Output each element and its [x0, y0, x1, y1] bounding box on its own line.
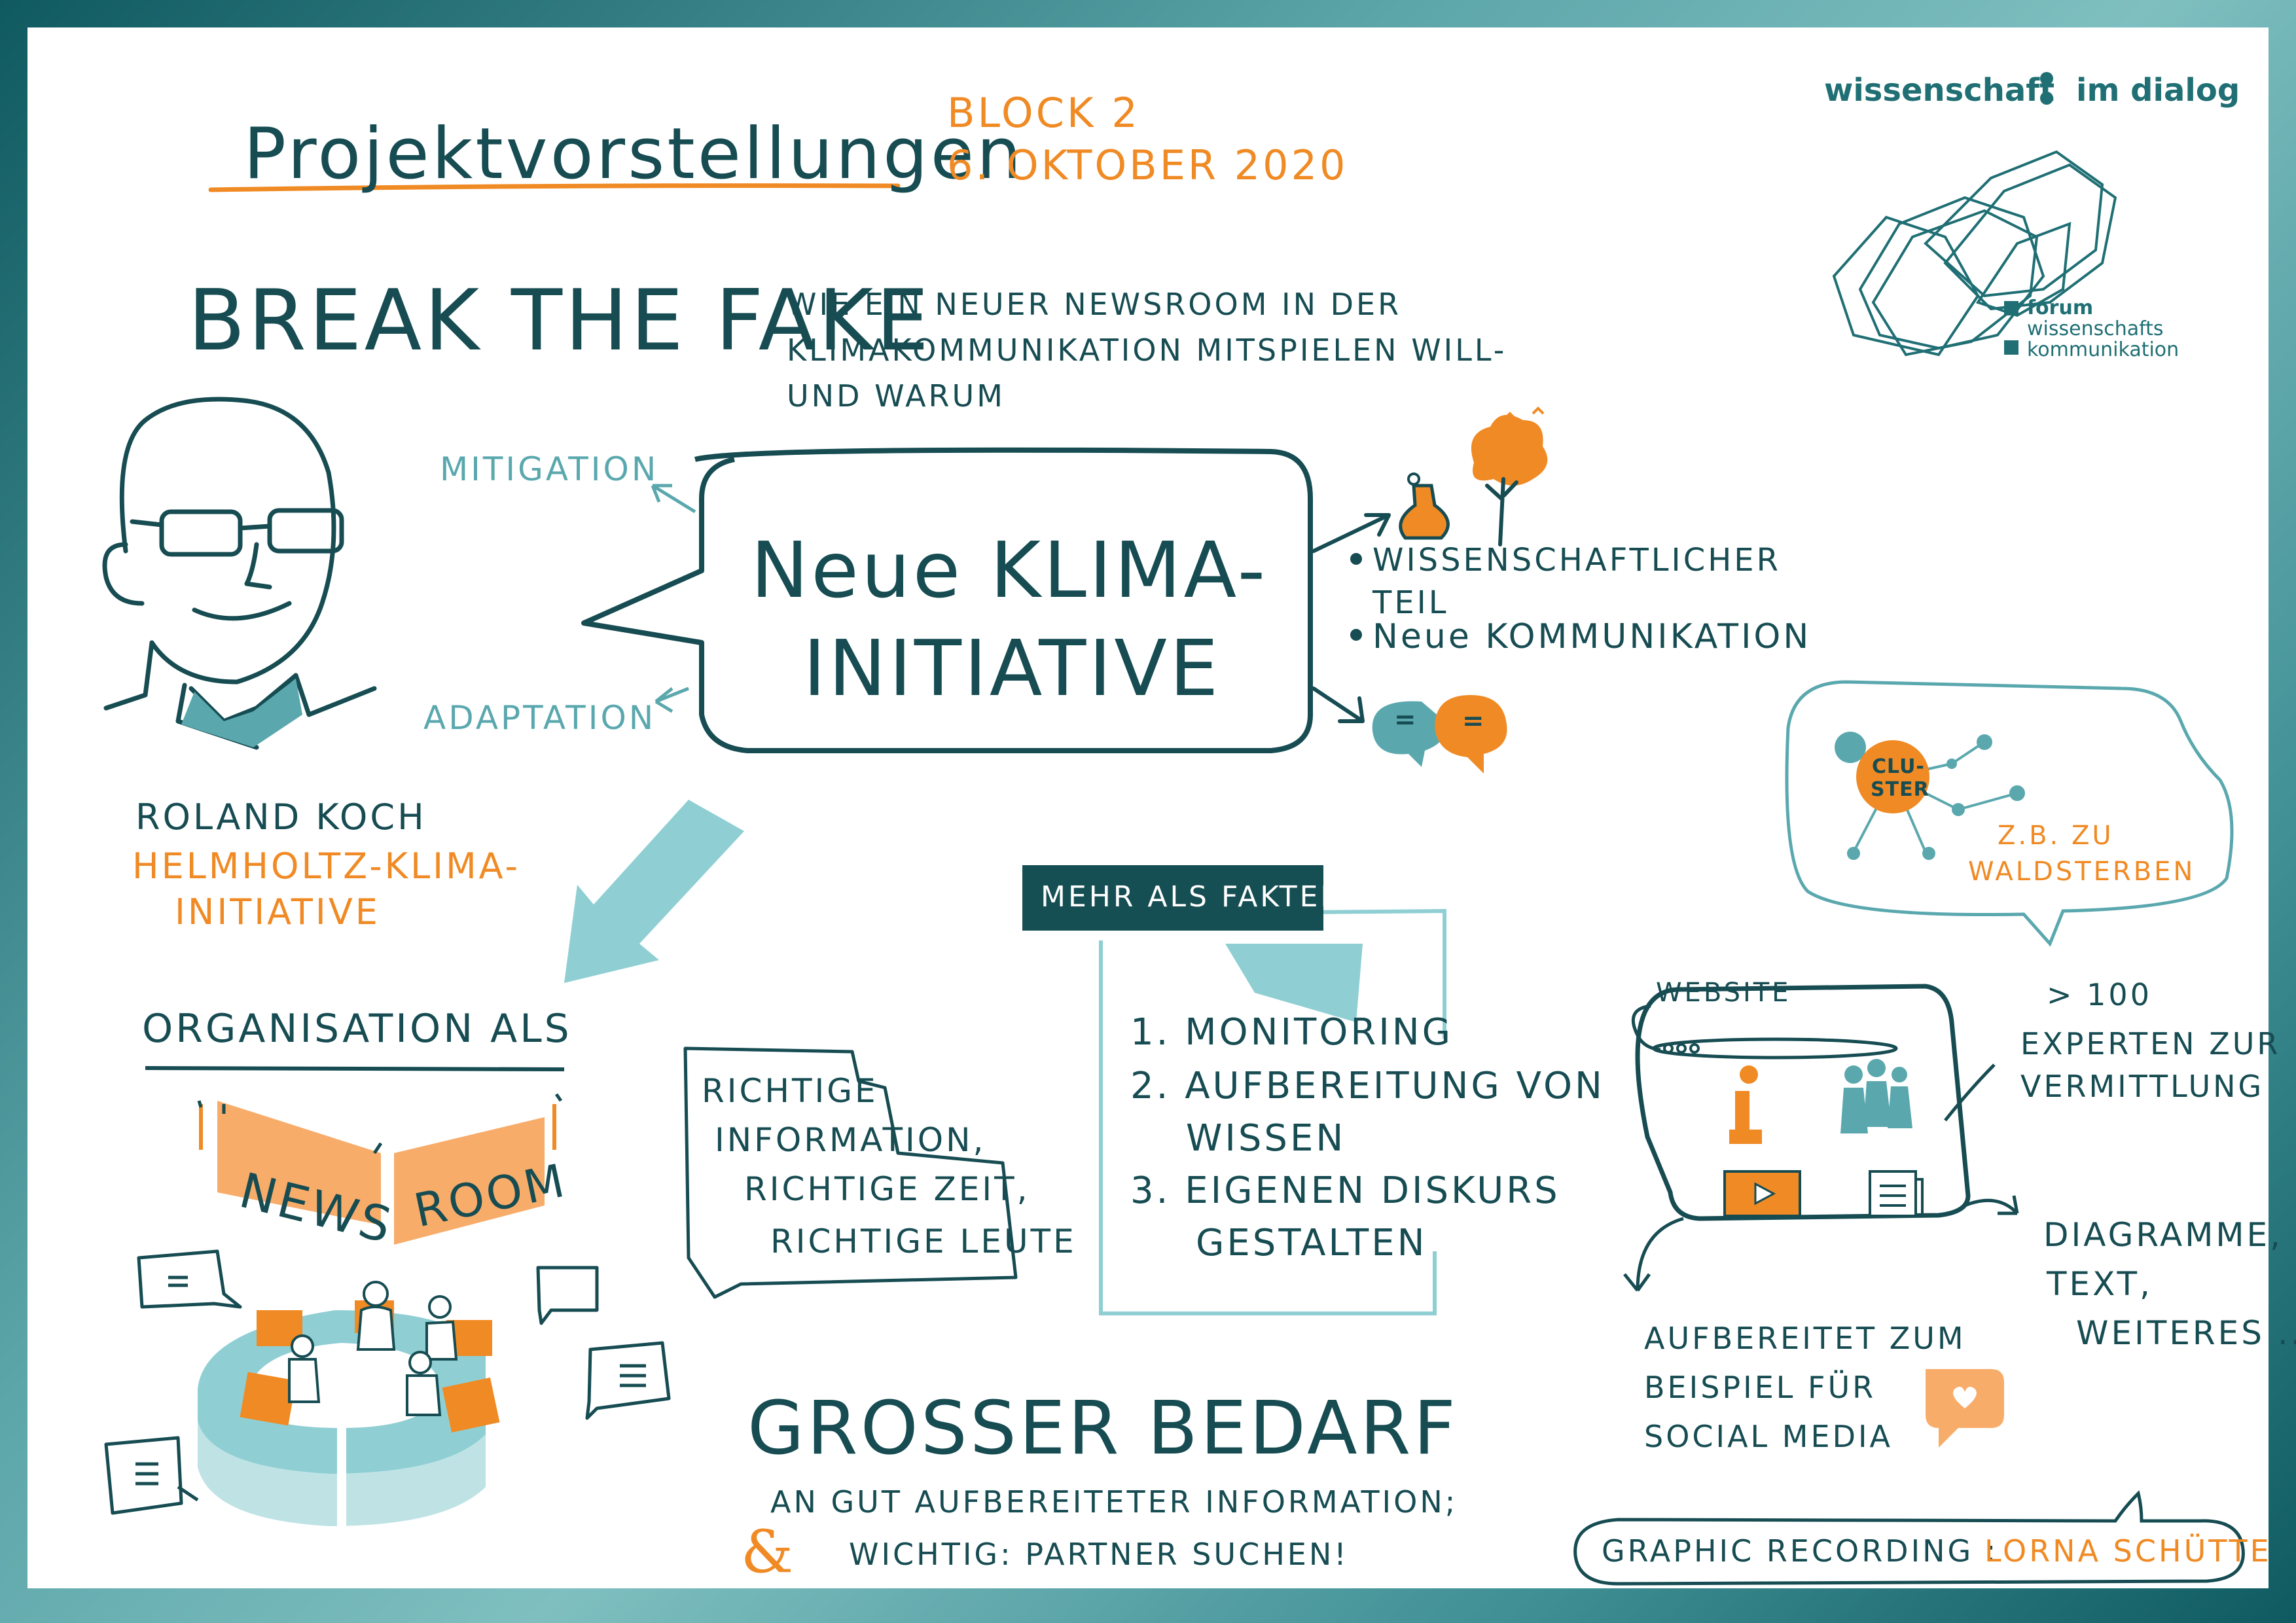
arrow-adaptation [655, 687, 689, 704]
arrow-formats [1964, 1195, 2019, 1215]
facts-label: MEHR ALS FAKTEN [1041, 880, 1345, 914]
tree-icon [1471, 406, 1548, 546]
project-subtitle-3: UND WARUM [787, 378, 1005, 414]
speaker-collar [181, 679, 302, 747]
flask-icon [1399, 473, 1450, 540]
website-label-curve [1631, 1004, 1661, 1052]
chat-bubbles-icon [1372, 695, 1507, 774]
demand-line-1: AN GUT AUFBEREITETER INFORMATION; [770, 1484, 1458, 1520]
facts-item-2b: WISSEN [1186, 1117, 1346, 1160]
cluster-note-1: Z.B. ZU [1998, 821, 2114, 851]
facts-ribbon-fold [1225, 944, 1363, 1022]
equal-sign-left: = [1394, 705, 1416, 735]
equal-sign-right: = [1462, 706, 1484, 736]
experts-3: VERMITTLUNG [2020, 1069, 2265, 1104]
info-box [683, 1046, 1018, 1299]
bullet-1 [1350, 553, 1362, 565]
main-speech-bubble [581, 447, 1313, 753]
project-subtitle-2: KLIMAKOMMUNIKATION MITSPIELEN WILL- [787, 332, 1507, 368]
page-title: Projektvorstellungen [243, 113, 1024, 195]
social-2: BEISPIEL FÜR [1644, 1370, 1876, 1405]
title-underline [208, 183, 901, 192]
social-1: AUFBEREITET ZUM [1644, 1321, 1966, 1356]
project-subtitle-1: WIE EIN NEUER NEWSROOM IN DER [787, 287, 1402, 322]
point-1a: WISSENSCHAFTLICHER [1372, 542, 1781, 579]
info-line-2: INFORMATION, [715, 1121, 986, 1159]
wid-logo-right: im dialog [2076, 72, 2240, 109]
big-arrow [564, 800, 744, 983]
wid-colon-top [2040, 72, 2053, 85]
formats-2: TEXT, [2047, 1265, 2153, 1303]
mitigation-label: MITIGATION [440, 450, 659, 488]
cluster-note-2: WALDSTERBEN [1968, 857, 2196, 887]
speaker-org-1: HELMHOLTZ-KLIMA- [132, 846, 520, 887]
facts-label-bg [1022, 865, 1323, 931]
info-line-4: RICHTIGE LEUTE [770, 1222, 1077, 1260]
wid-logo-left: wissenschaft [1824, 72, 2055, 109]
cluster-node-large [1835, 732, 1866, 763]
bubble-line-2: INITIATIVE [803, 623, 1221, 713]
bubble-line-1: Neue KLIMA- [751, 525, 1268, 615]
cluster-node-center [1856, 740, 1929, 813]
website-label: WEBSITE [1656, 978, 1791, 1008]
chat-icons [104, 1249, 671, 1515]
wid-colon-bottom [2040, 92, 2053, 105]
demand-line-2: WICHTIG: PARTNER SUCHEN! [849, 1537, 1349, 1572]
demand-ampersand: & [741, 1518, 794, 1586]
room-sign [394, 1117, 545, 1245]
experts-2: EXPERTEN ZUR [2020, 1026, 2281, 1061]
info-line-3: RICHTIGE ZEIT, [744, 1170, 1030, 1208]
point-2: Neue KOMMUNIKATION [1372, 617, 1812, 656]
date-label: 6. OKTOBER 2020 [947, 141, 1348, 189]
speaker-org-2: INITIATIVE [175, 891, 380, 933]
block-label: BLOCK 2 [947, 89, 1140, 137]
credit-pill [1573, 1490, 2245, 1586]
adaptation-label: ADAPTATION [423, 699, 656, 737]
project-title: BREAK THE FAKE [188, 272, 932, 370]
experts-1: > 100 [2047, 977, 2152, 1012]
facts-item-2: 2. AUFBEREITUNG VON [1130, 1065, 1605, 1107]
formats-3: WEITERES ... [2076, 1314, 2296, 1352]
organisation-underline [145, 1066, 565, 1071]
facts-item-1: 1. MONITORING [1130, 1011, 1454, 1054]
website-browser [1635, 984, 1971, 1221]
cluster-bubble [1785, 680, 2234, 947]
credit-artist: LORNA SCHÜTTE [1984, 1533, 2272, 1569]
bullet-2 [1350, 629, 1362, 641]
organisation-heading: ORGANISATION ALS [142, 1006, 572, 1052]
illustration-layer [102, 72, 2245, 1586]
arrow-mitigation [651, 484, 696, 514]
demand-title: GROSSER BEDARF [747, 1386, 1458, 1471]
heart-bubble-icon [1926, 1369, 2004, 1448]
arrow-right-top [1312, 513, 1391, 553]
forum-logo-line1: forum [2027, 296, 2094, 319]
facts-item-3b: GESTALTEN [1196, 1222, 1427, 1264]
speaker-name: ROLAND KOCH [135, 796, 427, 838]
social-3: SOCIAL MEDIA [1644, 1419, 1893, 1454]
forum-square-2 [2004, 340, 2018, 355]
cluster-label-1: CLU- [1872, 755, 1925, 778]
newsroom-illustration [197, 1093, 563, 1526]
forum-logo-line3: kommunikation [2027, 338, 2179, 361]
arrow-social [1623, 1217, 1684, 1292]
info-line-1: RICHTIGE [702, 1072, 878, 1110]
speaker-portrait [102, 397, 377, 750]
canvas: Projektvorstellungen BLOCK 2 6. OKTOBER … [27, 27, 2296, 1588]
news-sign [217, 1101, 381, 1225]
cluster-label-2: STER [1871, 778, 1929, 801]
chat-icon-lines [135, 1275, 646, 1486]
forum-logo-line2: wissenschafts [2027, 317, 2164, 340]
experts-line [1944, 1063, 1996, 1122]
credit-label: GRAPHIC RECORDING : [1602, 1533, 1999, 1569]
point-1b: TEIL [1372, 584, 1449, 621]
arrow-right-bottom [1312, 687, 1365, 723]
formats-1: DIAGRAMME, [2043, 1216, 2284, 1254]
facts-item-3: 3. EIGENEN DISKURS [1130, 1169, 1560, 1212]
forum-square-1 [2004, 301, 2018, 315]
